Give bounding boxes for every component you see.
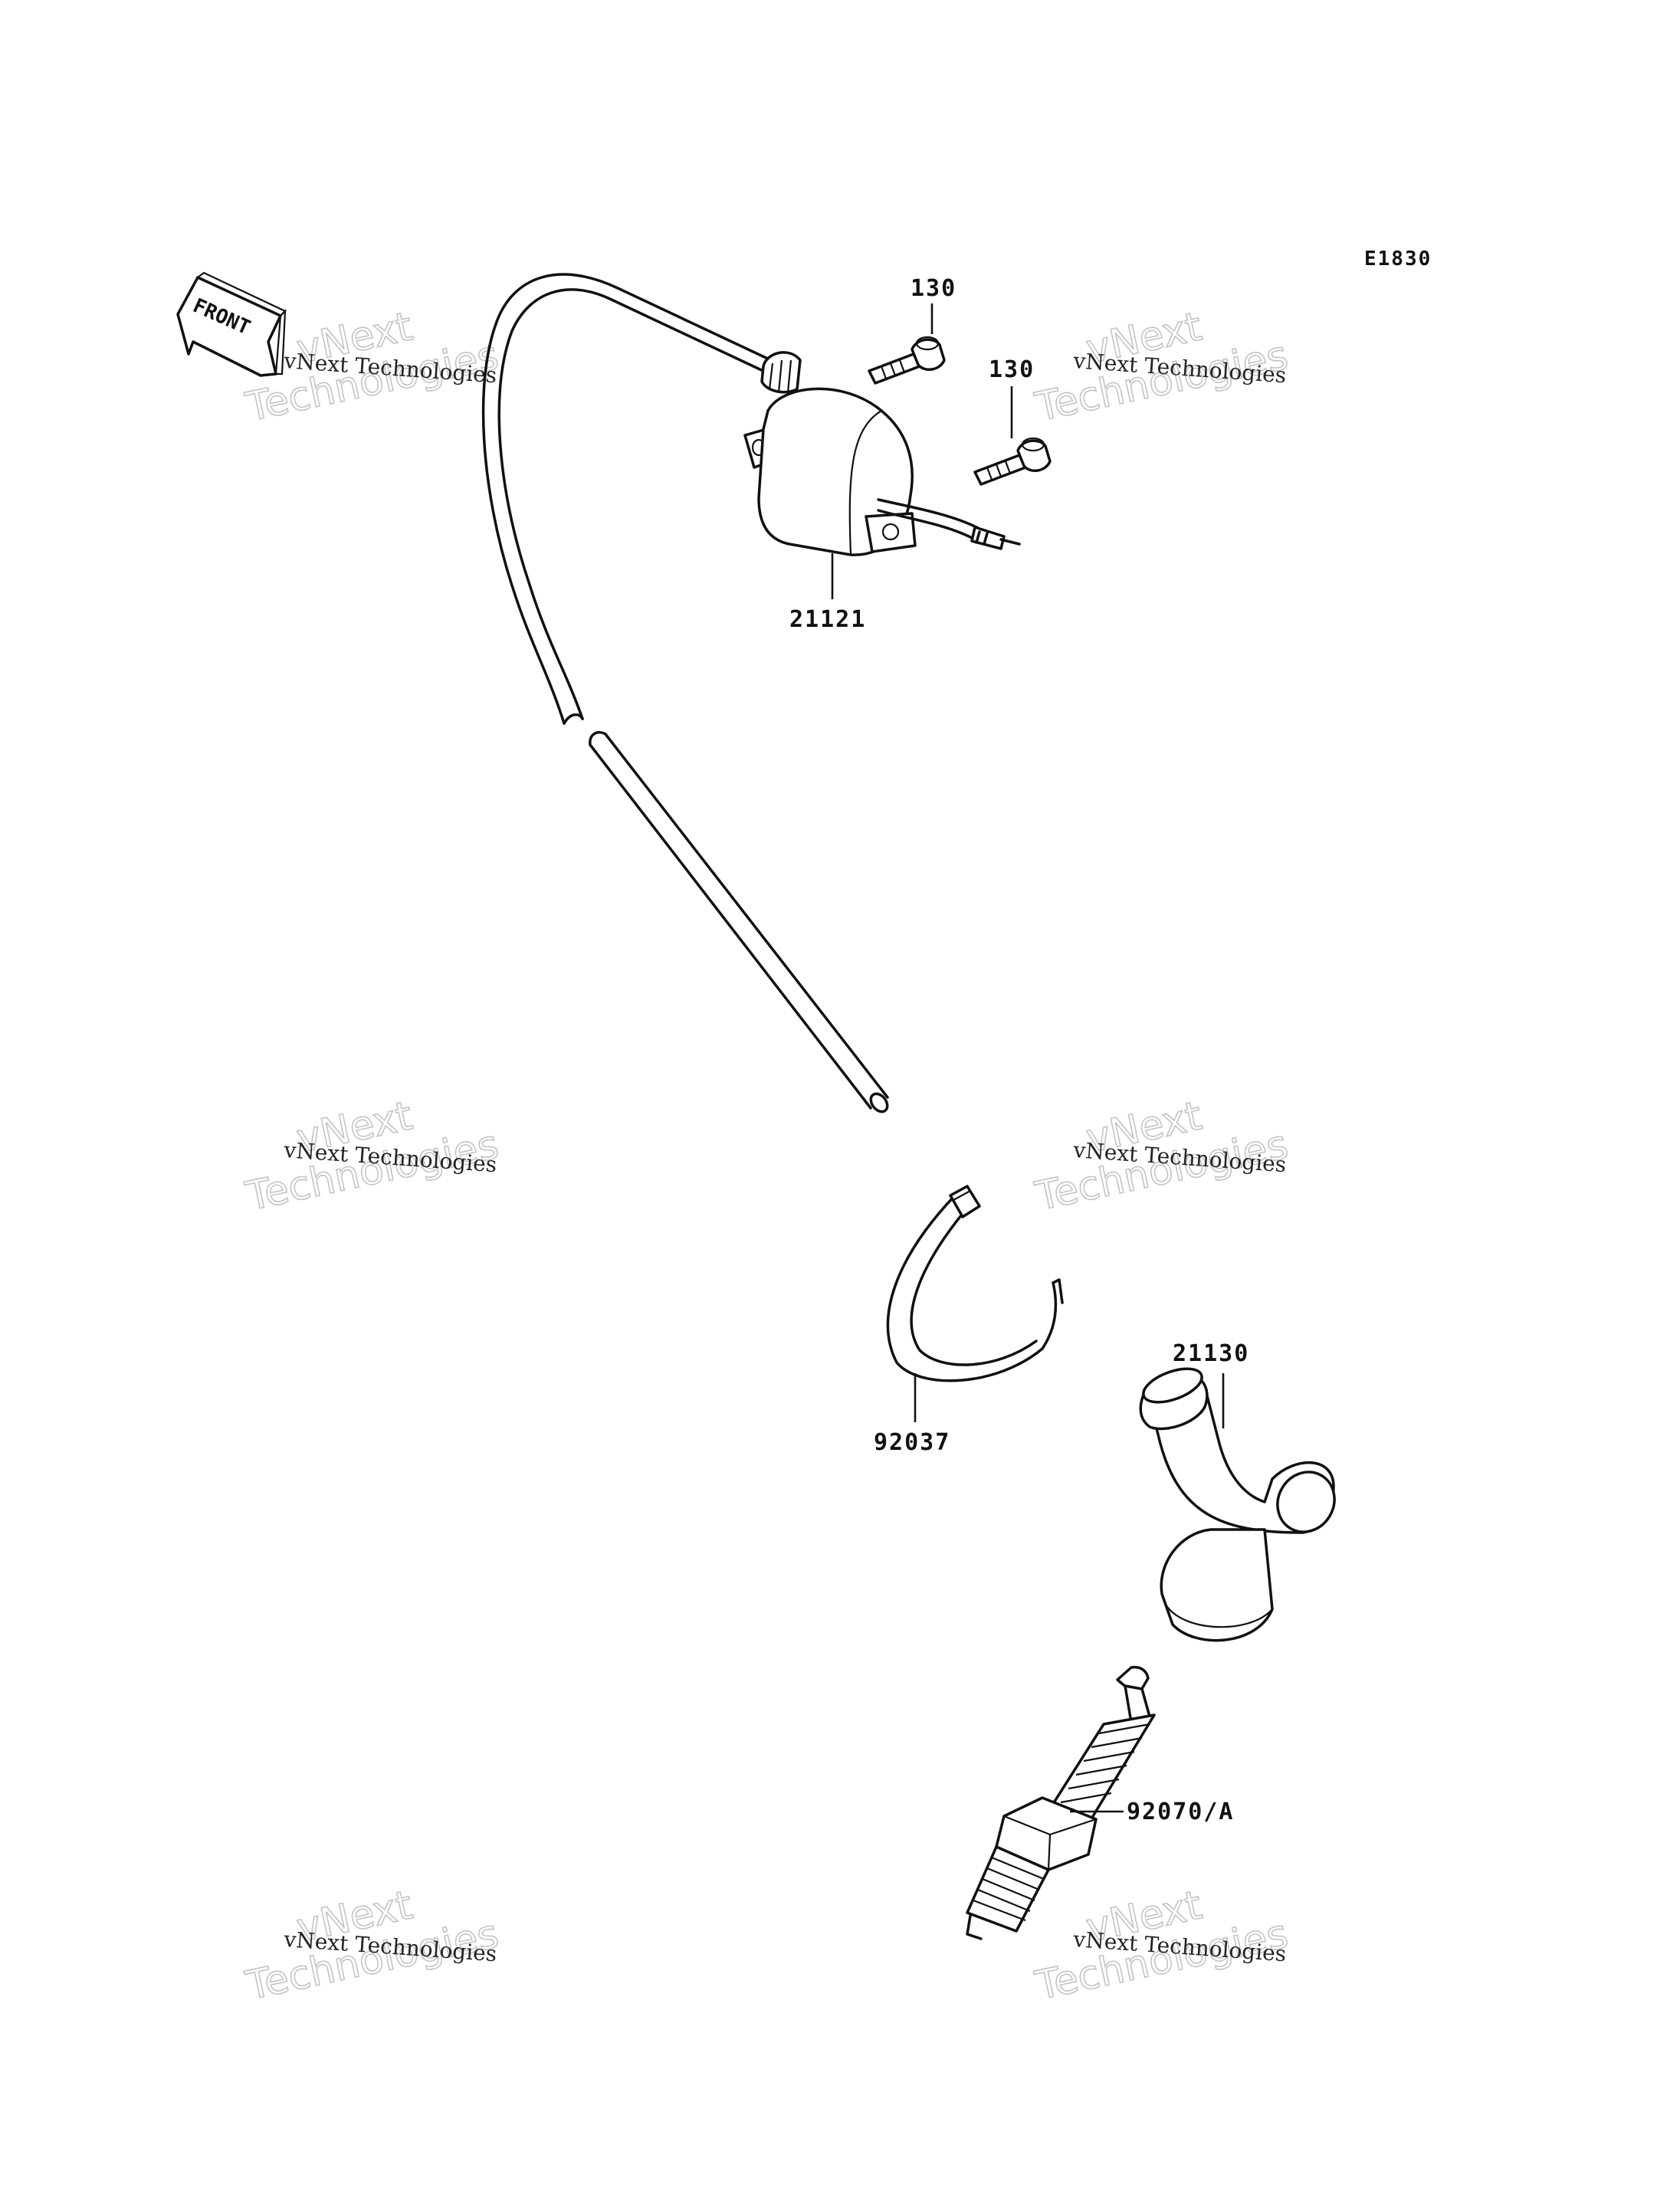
cable-tie bbox=[886, 1185, 1064, 1382]
callout-ignition-coil: 21121 bbox=[789, 606, 866, 633]
callout-cable-tie: 92037 bbox=[874, 1429, 950, 1456]
bolt-right bbox=[973, 437, 1052, 486]
spark-plug-cap bbox=[1139, 1367, 1336, 1642]
callout-bolt-right: 130 bbox=[989, 356, 1035, 383]
callout-bolt-upper: 130 bbox=[911, 275, 956, 302]
spark-plug bbox=[966, 1665, 1156, 1940]
bolt-upper bbox=[868, 336, 946, 385]
ignition-cable-lower bbox=[589, 730, 889, 1113]
reference-code: E1830 bbox=[1364, 248, 1432, 271]
ignition-coil bbox=[743, 351, 1021, 556]
ignition-cable-upper bbox=[481, 273, 773, 725]
callout-plug-cap: 21130 bbox=[1173, 1340, 1249, 1367]
front-arrow-icon: FRONT bbox=[176, 271, 287, 377]
callout-spark-plug: 92070/A bbox=[1127, 1799, 1234, 1825]
